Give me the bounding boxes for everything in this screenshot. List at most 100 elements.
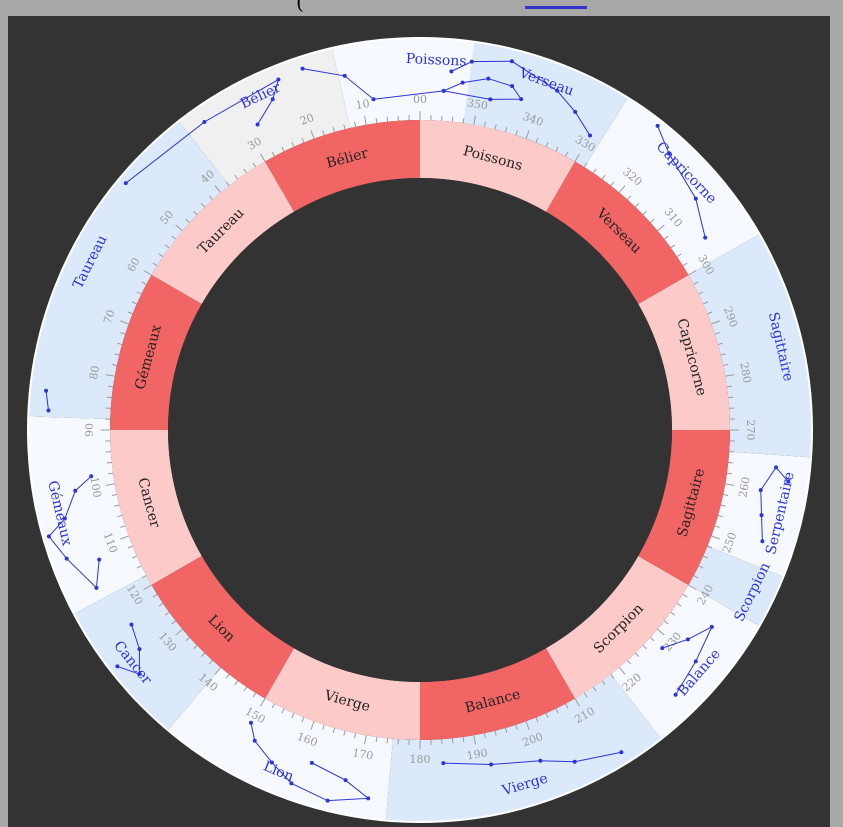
- constellation-star: [94, 585, 99, 590]
- constellation-star: [460, 80, 465, 85]
- constellation-star: [519, 97, 524, 102]
- degree-tick: [120, 525, 126, 528]
- degree-tick: [117, 514, 123, 518]
- constellation-star: [89, 474, 94, 479]
- constellation-star: [572, 759, 577, 764]
- degree-tick: [642, 644, 647, 650]
- constellation-band-taureau: [28, 121, 230, 420]
- sign-segment-capricorne: [638, 275, 730, 430]
- constellation-star: [97, 557, 102, 562]
- constellation-star: [758, 488, 763, 493]
- degree-tick: [717, 342, 723, 346]
- constellation-star: [64, 556, 69, 561]
- degree-label: 190: [466, 746, 489, 762]
- degree-tick: [707, 545, 713, 549]
- degree-tick: [386, 738, 389, 744]
- degree-tick: [193, 644, 198, 650]
- degree-tick: [494, 124, 497, 130]
- degree-tick: [354, 121, 357, 127]
- degree-tick: [114, 504, 120, 507]
- degree-tick: [627, 195, 632, 200]
- constellation-star: [693, 659, 698, 664]
- constellation-star: [441, 761, 446, 766]
- degree-tick: [243, 168, 248, 174]
- degree-tick: [164, 611, 170, 616]
- degree-tick: [634, 652, 640, 657]
- constellation-band-serpentaire: [707, 451, 812, 577]
- degree-label: 20: [298, 111, 316, 128]
- degree-tick: [234, 174, 239, 180]
- degree-label: 170: [351, 746, 374, 762]
- degree-tick: [185, 637, 190, 642]
- degree-tick: [310, 721, 315, 730]
- degree-tick: [120, 535, 129, 540]
- constellation-star: [309, 760, 314, 765]
- constellation-star: [342, 73, 347, 78]
- constellation-star: [300, 66, 305, 71]
- degree-tick: [281, 708, 285, 714]
- degree-tick: [657, 628, 665, 636]
- degree-tick: [555, 708, 559, 714]
- degree-tick: [158, 253, 164, 258]
- caption-link[interactable]: [525, 6, 587, 9]
- degree-tick: [106, 396, 112, 399]
- constellation-star: [46, 534, 51, 539]
- constellation-star: [325, 798, 330, 803]
- degree-tick: [214, 667, 222, 675]
- degree-tick: [583, 162, 588, 168]
- degree-tick: [106, 461, 112, 464]
- degree-tick: [111, 364, 117, 367]
- degree-tick: [152, 593, 158, 598]
- constellation-star: [449, 69, 454, 74]
- zodiac-wheel: 0010203040506070809010011012013014015016…: [27, 37, 813, 823]
- sign-segment-scorpion: [546, 556, 689, 699]
- degree-tick: [650, 637, 655, 642]
- constellation-star: [62, 516, 67, 521]
- constellation-star: [129, 622, 134, 627]
- degree-tick: [343, 730, 346, 736]
- degree-tick: [175, 224, 183, 232]
- top-strip: (: [0, 0, 843, 14]
- degree-tick: [592, 686, 597, 692]
- constellation-star: [343, 778, 348, 783]
- constellation-star: [137, 672, 142, 677]
- constellation-star: [673, 692, 678, 697]
- degree-label: 280: [737, 361, 753, 384]
- degree-tick: [271, 151, 275, 157]
- constellation-star: [73, 488, 78, 493]
- degree-tick: [120, 320, 129, 325]
- degree-tick: [301, 137, 305, 143]
- degree-tick: [107, 472, 114, 475]
- degree-tick: [627, 660, 632, 665]
- constellation-star: [202, 119, 207, 124]
- degree-tick: [143, 584, 152, 590]
- degree-tick: [208, 660, 213, 665]
- constellation-star: [786, 479, 791, 484]
- degree-tick: [545, 712, 549, 718]
- degree-tick: [225, 181, 230, 187]
- sign-segment-poissons: [420, 120, 575, 212]
- constellation-star: [137, 647, 142, 652]
- degree-tick: [670, 611, 676, 616]
- sign-segment-vierge: [265, 648, 420, 740]
- degree-label: 180: [410, 753, 431, 766]
- constellation-star: [252, 738, 257, 743]
- degree-tick: [310, 130, 315, 139]
- sign-segment-bélier: [265, 120, 420, 212]
- degree-tick: [193, 210, 198, 216]
- degree-tick: [601, 680, 606, 686]
- degree-tick: [676, 253, 682, 258]
- degree-tick: [670, 244, 676, 249]
- constellation-star: [760, 539, 765, 544]
- degree-label: 70: [101, 308, 118, 326]
- degree-tick: [107, 385, 114, 388]
- constellation-star: [703, 235, 708, 240]
- constellation-figure: [451, 60, 591, 136]
- degree-tick: [688, 584, 697, 590]
- degree-label: 10: [355, 97, 371, 112]
- degree-tick: [634, 203, 640, 208]
- degree-tick: [592, 168, 597, 174]
- degree-tick: [141, 281, 147, 285]
- constellation-star: [486, 76, 491, 81]
- degree-tick: [726, 472, 733, 475]
